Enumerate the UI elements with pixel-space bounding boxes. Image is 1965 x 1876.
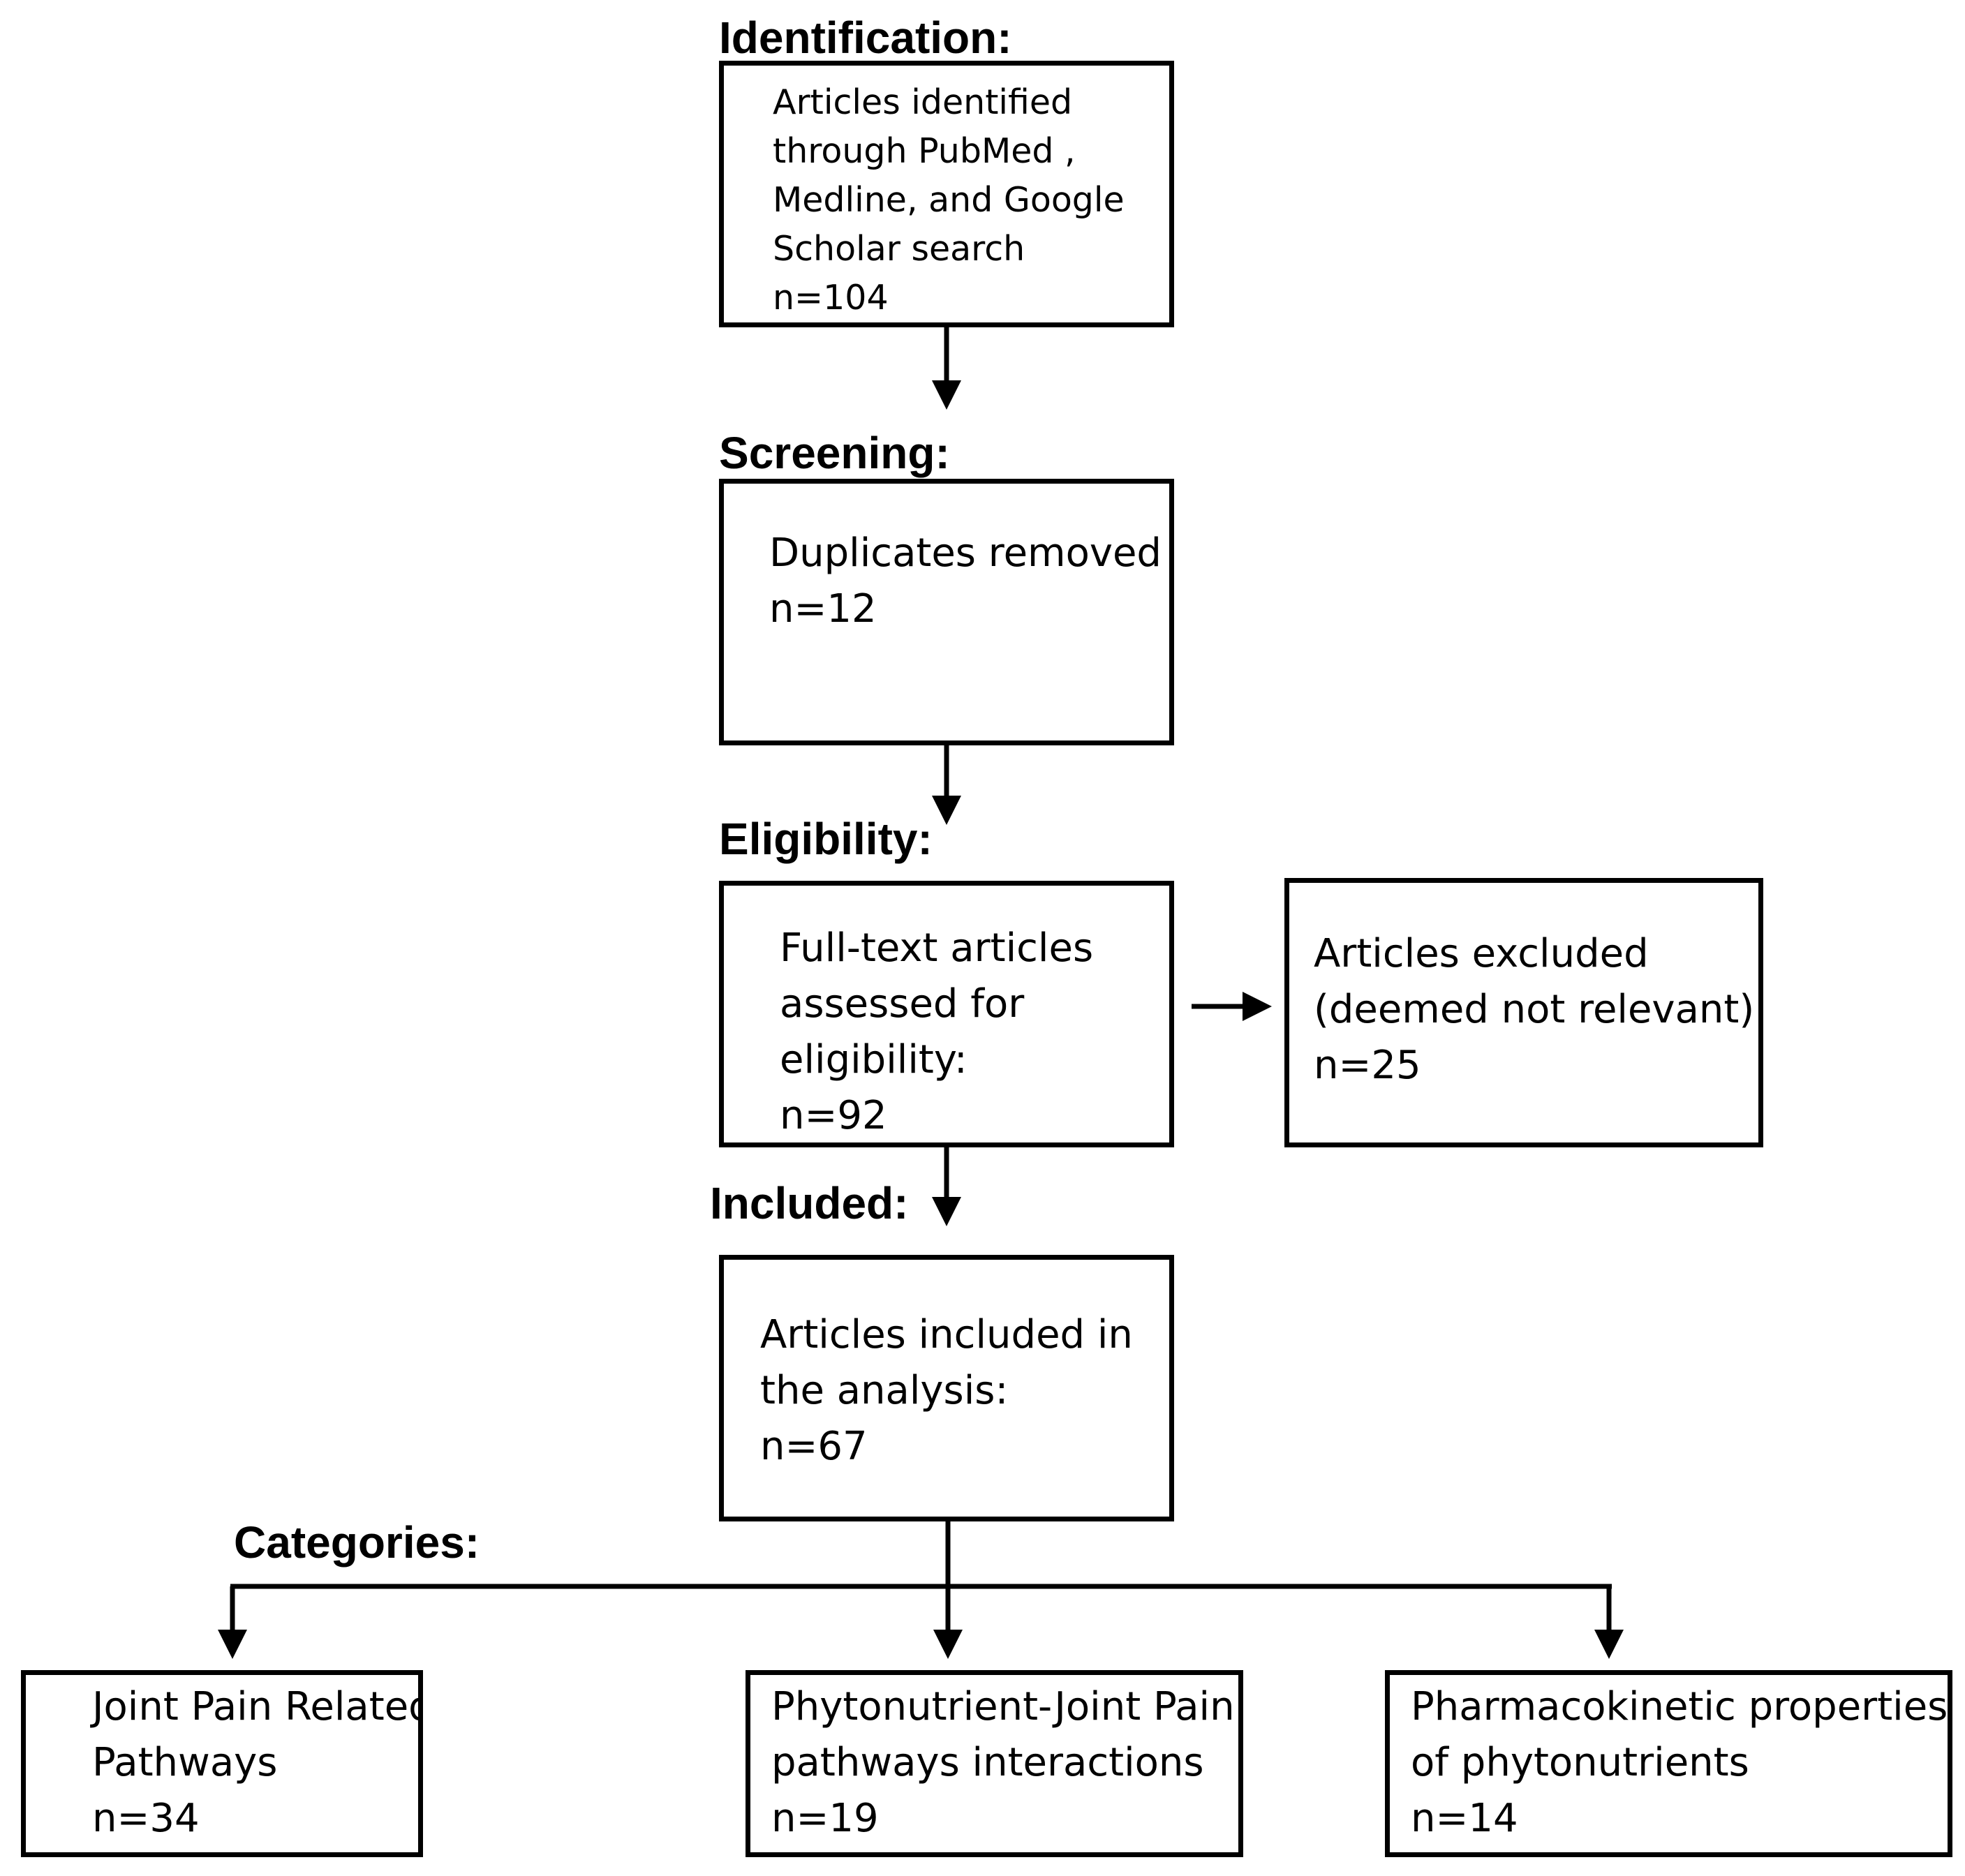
identification-line-3: Medline, and Google [773,180,1125,220]
heading-identification: Identification: [719,13,1012,63]
eligibility-count: n=92 [780,1093,887,1138]
category-1-line-2: Pathways [92,1740,278,1785]
category-1-text: Joint Pain Related Pathways n=34 [92,1679,423,1847]
excluded-line-1: Articles excluded [1314,931,1649,976]
excluded-count: n=25 [1314,1043,1421,1088]
heading-included: Included: [710,1178,909,1228]
category-3-line-2: of phytonutrients [1411,1740,1749,1785]
category-1-count: n=34 [92,1796,200,1841]
eligibility-line-1: Full-text articles [780,925,1094,971]
eligibility-box: Full-text articles assessed for eligibil… [719,881,1174,1147]
category-box-joint-pain-pathways: Joint Pain Related Pathways n=34 [21,1670,423,1857]
category-box-pharmacokinetic-properties: Pharmacokinetic properties of phytonutri… [1385,1670,1952,1857]
category-3-line-1: Pharmacokinetic properties [1411,1684,1948,1729]
category-2-text: Phytonutrient-Joint Pain pathways intera… [771,1679,1235,1847]
identification-count: n=104 [773,278,889,318]
heading-screening: Screening: [719,428,950,478]
excluded-line-2: (deemed not relevant): [1314,987,1763,1032]
included-box: Articles included in the analysis: n=67 [719,1255,1174,1521]
screening-line-1: Duplicates removed [769,530,1162,576]
screening-count: n=12 [769,586,877,632]
category-2-count: n=19 [771,1796,879,1841]
identification-box: Articles identified through PubMed , Med… [719,61,1174,327]
category-2-line-2: pathways interactions [771,1740,1204,1785]
screening-box: Duplicates removed n=12 [719,479,1174,745]
category-box-phytonutrient-interactions: Phytonutrient-Joint Pain pathways intera… [746,1670,1243,1857]
identification-line-2: through PubMed , [773,131,1076,171]
category-3-count: n=14 [1411,1796,1518,1841]
heading-categories: Categories: [234,1517,480,1568]
category-2-line-1: Phytonutrient-Joint Pain [771,1684,1235,1729]
included-count: n=67 [760,1424,868,1469]
screening-box-text: Duplicates removed n=12 [769,526,1162,637]
category-1-line-1: Joint Pain Related [92,1684,423,1729]
included-line-1: Articles included in [760,1312,1133,1357]
identification-line-1: Articles identified [773,82,1073,122]
eligibility-box-text: Full-text articles assessed for eligibil… [780,921,1094,1142]
included-line-2: the analysis: [760,1368,1009,1413]
category-3-text: Pharmacokinetic properties of phytonutri… [1411,1679,1948,1847]
excluded-box-text: Articles excluded (deemed not relevant):… [1314,926,1763,1094]
eligibility-line-3: eligibility: [780,1037,967,1082]
heading-eligibility: Eligibility: [719,814,933,864]
identification-box-text: Articles identified through PubMed , Med… [773,78,1125,322]
excluded-box: Articles excluded (deemed not relevant):… [1284,878,1763,1147]
identification-line-4: Scholar search [773,229,1025,269]
eligibility-line-2: assessed for [780,981,1025,1027]
included-box-text: Articles included in the analysis: n=67 [760,1307,1133,1475]
